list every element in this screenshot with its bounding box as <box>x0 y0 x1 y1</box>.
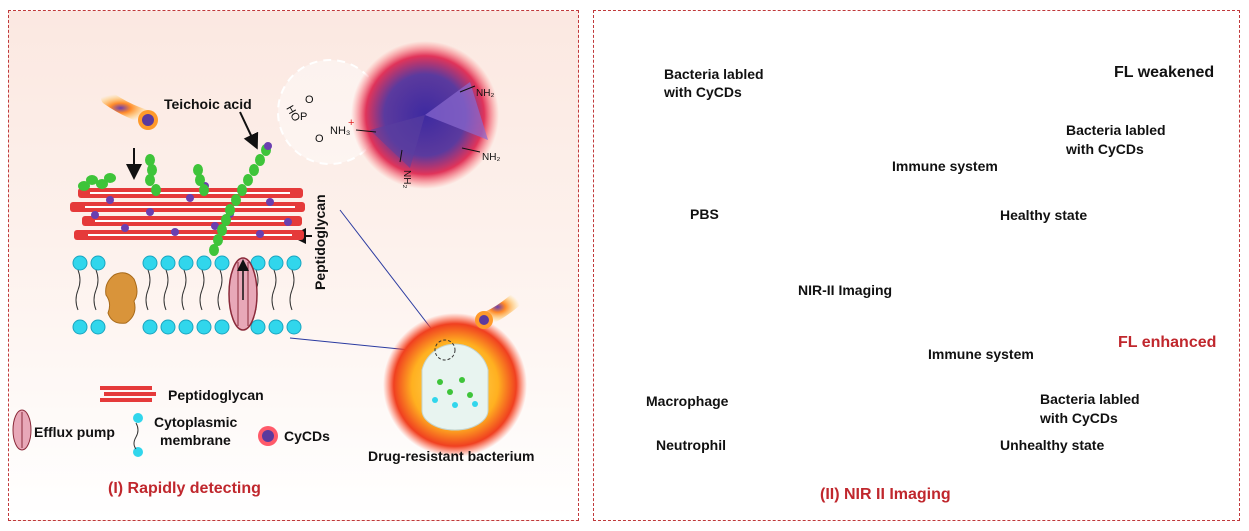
healthy-bacteria-line2: with CyCDs <box>1066 141 1144 157</box>
cycd-comet-icon <box>101 91 158 130</box>
drug-resistant-bacterium-icon <box>383 313 527 457</box>
pbs-label: PBS <box>690 206 719 222</box>
right-panel-caption: (II) NIR II Imaging <box>820 486 951 503</box>
cycd-nanoparticle-icon <box>351 41 499 189</box>
teichoic-acid-chains <box>78 142 272 256</box>
peptidoglycan-side-label: Peptidoglycan <box>312 194 328 290</box>
peptidoglycan-legend-icon <box>100 386 156 402</box>
bacteria-label-line2: with CyCDs <box>664 84 742 100</box>
teichoic-acid-label: Teichoic acid <box>164 96 252 112</box>
membrane-legend-icon <box>133 413 143 457</box>
drug-resistant-label: Drug-resistant bacterium <box>368 448 535 464</box>
unhealthy-bacteria-line1: Bacteria labled <box>1040 391 1140 407</box>
nh2-label-2: NH₂ <box>482 152 500 163</box>
legend-peptidoglycan-label: Peptidoglycan <box>168 387 264 403</box>
nh2-label-3: NH₂ <box>401 170 412 188</box>
connector-line-1 <box>339 209 441 341</box>
legend-efflux-pump-label: Efflux pump <box>34 424 115 440</box>
efflux-pump-icon <box>228 257 258 331</box>
peptidoglycan-layer <box>70 182 305 240</box>
unhealthy-immune-label: Immune system <box>928 346 1034 362</box>
legend-macrophage-label: Macrophage <box>646 393 729 409</box>
bacteria-label-line1: Bacteria labled <box>664 66 764 82</box>
cytoplasmic-membrane <box>72 255 302 335</box>
arrow-teichoic <box>239 111 259 150</box>
p-label: P <box>300 111 307 123</box>
nh3-label: NH₃ <box>330 125 350 137</box>
nh2-label-1: NH₂ <box>476 88 494 99</box>
plus-label: + <box>348 117 354 129</box>
o-bottom-label: O <box>315 133 324 145</box>
unhealthy-bacteria-line2: with CyCDs <box>1040 410 1118 426</box>
nir-imaging-label: NIR-II Imaging <box>798 282 893 298</box>
cycd-legend-icon <box>258 426 278 446</box>
legend-cycds-label: CyCDs <box>284 428 330 444</box>
fl-enhanced-label: FL enhanced <box>1118 334 1217 351</box>
legend-membrane-label: membrane <box>160 432 231 448</box>
panel-nir-imaging <box>593 10 1240 521</box>
healthy-bacteria-line1: Bacteria labled <box>1066 122 1166 138</box>
healthy-immune-label: Immune system <box>892 158 998 174</box>
efflux-pump-legend-icon <box>12 409 32 451</box>
cycd-comet-icon-2 <box>475 289 527 329</box>
left-panel-caption: (I) Rapidly detecting <box>108 480 261 497</box>
unhealthy-state-label: Unhealthy state <box>1000 437 1105 453</box>
legend-cytoplasmic-label: Cytoplasmic <box>154 414 238 430</box>
healthy-state-label: Healthy state <box>1000 207 1088 223</box>
o-top-label: O <box>305 94 314 106</box>
legend-neutrophil-label: Neutrophil <box>656 437 726 453</box>
fl-weakened-label: FL weakened <box>1114 64 1215 81</box>
